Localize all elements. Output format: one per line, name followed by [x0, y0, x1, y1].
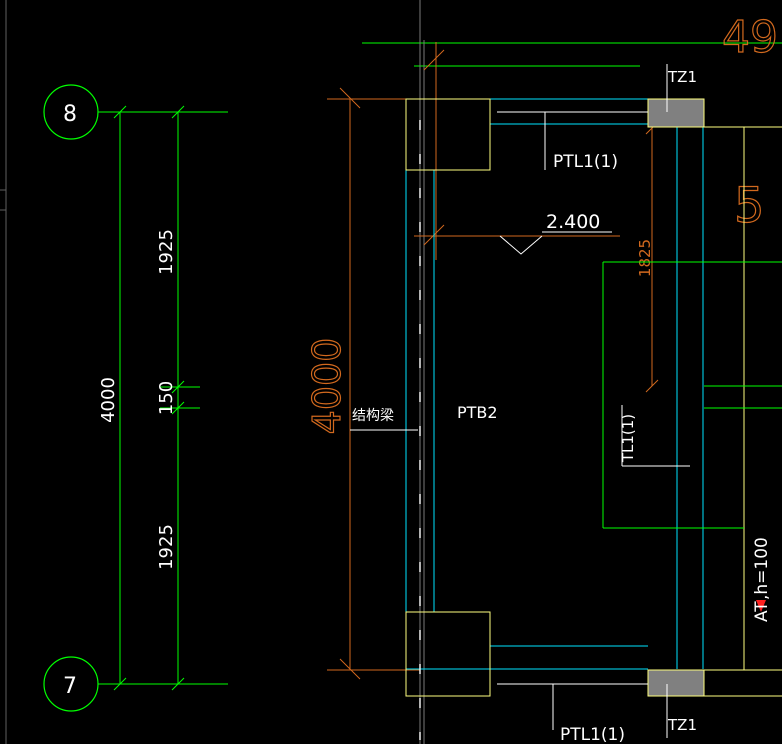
dim-total-4000-left: 4000 — [98, 377, 119, 423]
grid-bubble-8: 8 — [43, 84, 118, 140]
label-ptb2: PTB2 — [457, 403, 498, 422]
dim-partial-49: 49 — [722, 12, 778, 63]
dim-upper-1925: 1925 — [156, 229, 177, 275]
dim-partial-5: 5 — [734, 178, 765, 234]
left-edge-lines — [0, 0, 7, 744]
grid-bubble-7: 7 — [43, 656, 118, 712]
top-dimension-lines — [362, 42, 782, 67]
grid-label-8: 8 — [63, 102, 77, 127]
label-structural-beam: 结构梁 — [352, 408, 394, 424]
orange-dimension-4000 — [327, 42, 620, 680]
grid-label-7: 7 — [63, 674, 77, 699]
dim-landing-1825: 1825 — [636, 239, 654, 277]
leader-lines — [350, 64, 690, 738]
label-stair-height: ,h=100 — [752, 537, 772, 600]
label-ptl1-bottom: PTL1(1) — [560, 725, 625, 744]
label-stair-at: AT — [752, 601, 772, 622]
landing-region-green — [602, 261, 782, 529]
column-tz1-bottom — [647, 669, 705, 697]
label-tz1-bottom: TZ1 — [667, 716, 697, 734]
elevation-value: 2.400 — [546, 211, 600, 233]
stair-run-label: AT ,h=100 — [752, 537, 772, 622]
stair-direction-icon — [756, 600, 766, 612]
elevation-marker — [499, 231, 612, 255]
dim-lower-1925: 1925 — [156, 524, 177, 570]
landing-blocks-yellow — [405, 98, 782, 697]
left-dimension-chain — [113, 105, 228, 691]
stair-outline-cyan — [405, 98, 704, 670]
dim-overall-4000-orange: 4000 — [305, 338, 349, 435]
dim-middle-150: 150 — [156, 381, 177, 415]
column-tz1-top — [647, 98, 705, 128]
label-tl1: TL1(1) — [619, 414, 637, 463]
label-tz1-top: TZ1 — [667, 68, 697, 86]
label-ptl1-top: PTL1(1) — [553, 152, 618, 172]
